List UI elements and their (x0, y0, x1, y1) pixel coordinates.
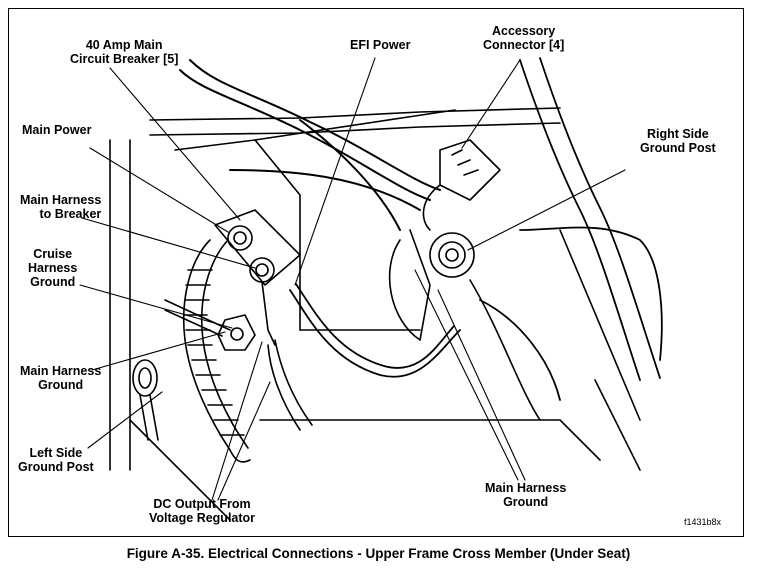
accessory-connector-line2: Connector [4] (483, 38, 565, 52)
main-power-label: Main Power (22, 123, 92, 137)
breaker-40a-line1: 40 Amp Main (85, 38, 163, 52)
breaker-40a-line2: Circuit Breaker [5] (70, 52, 179, 66)
main-harness-ground-right-line1: Main Harness (485, 481, 567, 495)
right-side-ground-post-line1: Right Side (646, 127, 709, 141)
left-side-ground-post-label: Left Side Ground Post (18, 446, 94, 474)
efi-power-wire (289, 283, 461, 378)
main-harness-to-breaker-line2: to Breaker (39, 207, 102, 221)
right-side-wires (479, 57, 663, 401)
accessory-connector-line1: Accessory (492, 24, 556, 38)
main-harness-coil (182, 239, 251, 463)
main-harness-ground-right-label: Main Harness Ground (485, 481, 566, 509)
circuit-breaker (214, 209, 301, 346)
figure-caption: Figure A-35. Electrical Connections - Up… (126, 546, 631, 561)
left-ground-stud (164, 299, 256, 351)
left-side-ground-post-line2: Ground Post (18, 460, 94, 474)
cruise-harness-ground-line1: Cruise (33, 247, 73, 261)
accessory-connector-label: Accessory Connector [4] (483, 24, 564, 52)
cruise-harness-ground-line2: Harness (28, 261, 78, 275)
leader-lines (79, 57, 626, 501)
cruise-harness-ground-label: Cruise Harness Ground (28, 247, 77, 289)
dc-output-label: DC Output From Voltage Regulator (149, 497, 255, 525)
main-harness-ground-left-line2: Ground (38, 378, 84, 392)
breaker-40a-label: 40 Amp Main Circuit Breaker [5] (70, 38, 178, 66)
main-harness-to-breaker-line1: Main Harness (20, 193, 102, 207)
dc-output-line1: DC Output From (153, 497, 251, 511)
accessory-connector (422, 139, 501, 231)
right-side-ground-post (388, 229, 541, 421)
main-harness-ground-right-line2: Ground (503, 495, 549, 509)
main-harness-ground-left-label: Main Harness Ground (20, 364, 101, 392)
right-side-ground-post-label: Right Side Ground Post (640, 127, 716, 155)
frame-cross-member (109, 107, 641, 521)
cable-bundle-top (179, 59, 441, 231)
main-harness-to-breaker-label: Main Harness to Breaker (20, 193, 101, 221)
left-side-ground-post (132, 359, 159, 441)
efi-power-label: EFI Power (350, 38, 411, 52)
right-side-ground-post-line2: Ground Post (640, 141, 716, 155)
dc-output-wires (267, 339, 313, 431)
left-side-ground-post-line1: Left Side (29, 446, 83, 460)
dc-output-line2: Voltage Regulator (149, 511, 256, 525)
figure-code: f1431b8x (684, 517, 722, 527)
cruise-harness-ground-line3: Ground (30, 275, 76, 289)
main-harness-ground-left-line1: Main Harness (20, 364, 102, 378)
